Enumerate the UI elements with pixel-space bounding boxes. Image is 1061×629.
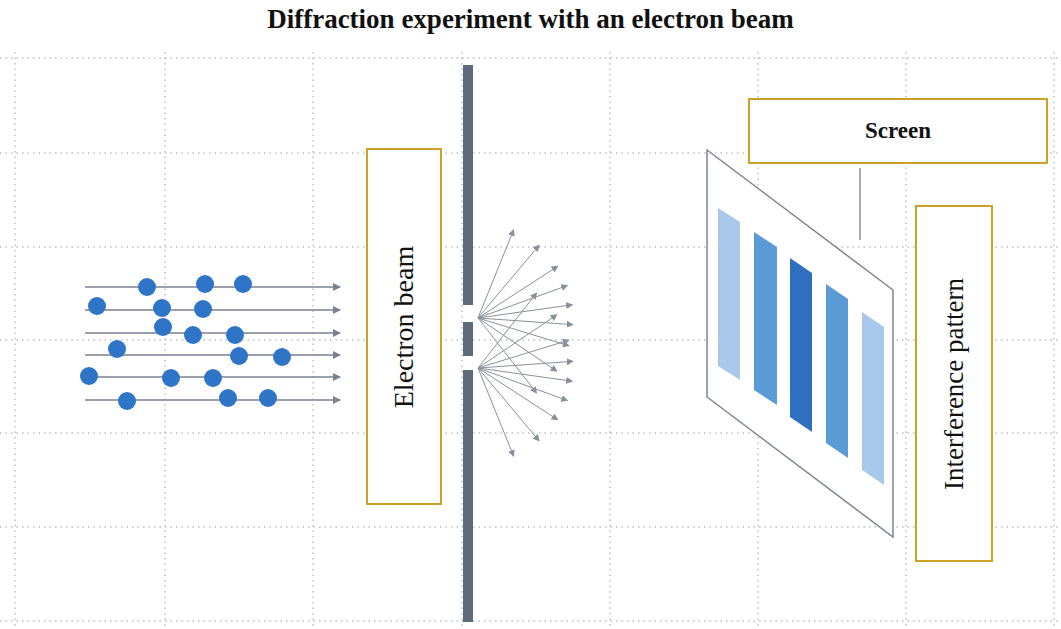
diagram-title: Diffraction experiment with an electron … [0, 4, 1061, 35]
label-text: Interference pattern [939, 277, 970, 489]
label-text: Electron beam [388, 245, 420, 407]
diffracted-rays [478, 230, 573, 456]
screen [707, 150, 893, 537]
label-box: Interference pattern [915, 205, 993, 562]
dotted-grid [0, 52, 1061, 629]
electron-beam-picture [80, 275, 340, 410]
slit-barrier [463, 65, 473, 622]
leader-line [859, 168, 861, 240]
label-text: Screen [865, 118, 931, 144]
label-box: Electron beam [366, 148, 442, 505]
label-box: Screen [748, 98, 1048, 164]
